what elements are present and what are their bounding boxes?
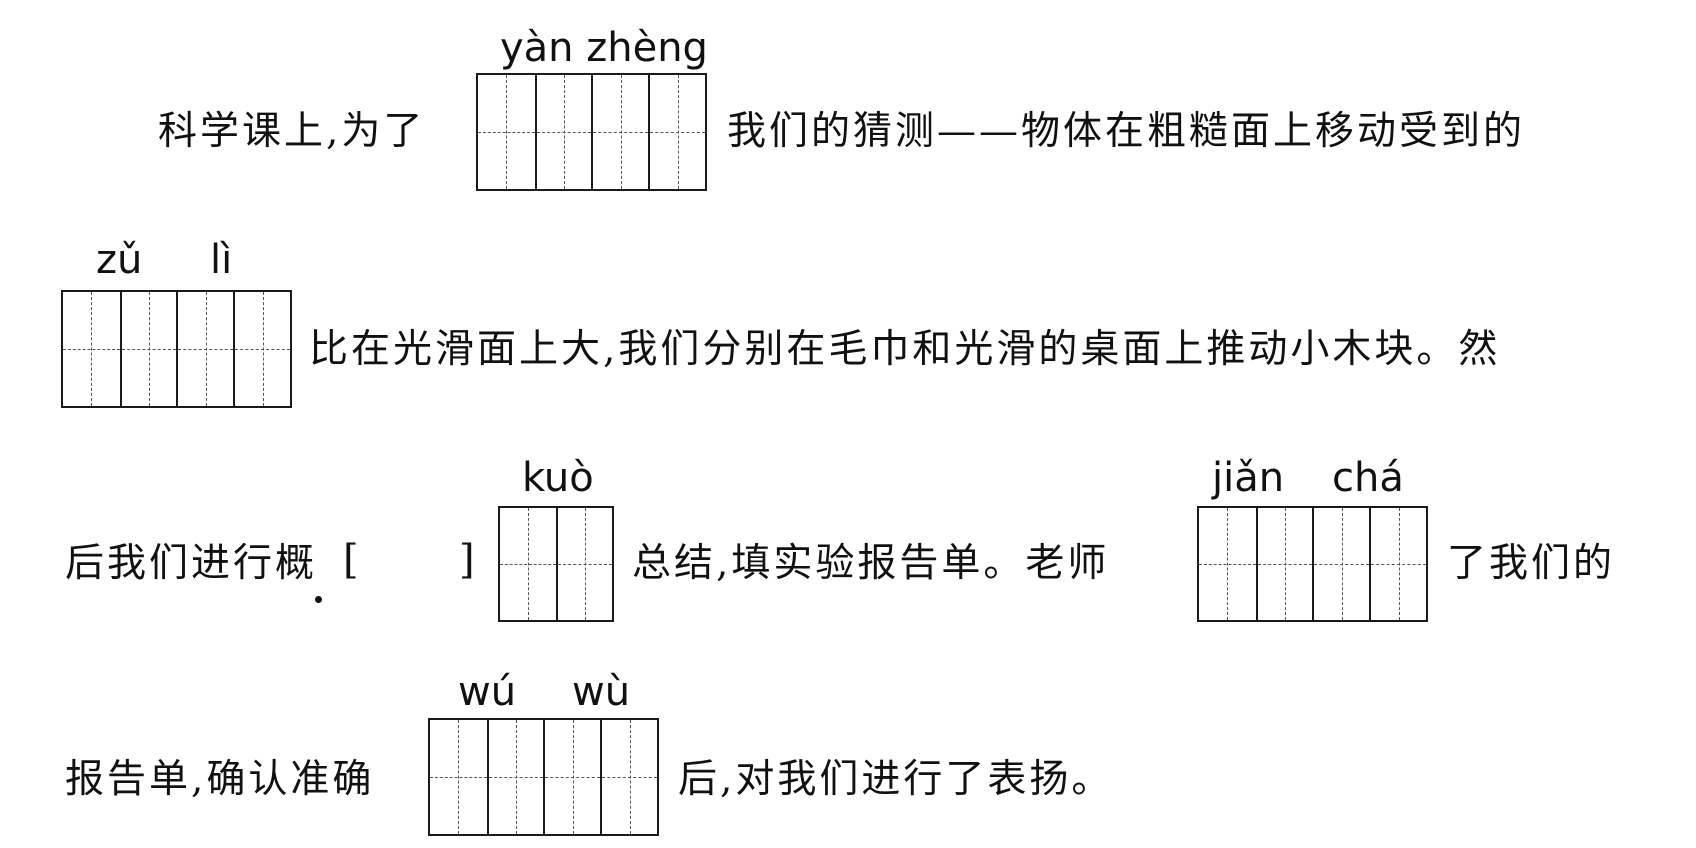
pinyin-li: lì — [210, 237, 233, 283]
tianzige-cell — [500, 508, 556, 620]
tianzige-cell — [543, 720, 601, 834]
tianzige-cell — [119, 292, 177, 406]
pinyin-jian: jiǎn — [1212, 455, 1285, 501]
tianzige-cell — [486, 720, 544, 834]
line2-text-after: 比在光滑面上大,我们分别在毛巾和光滑的桌面上推动小木块。然 — [309, 327, 1501, 372]
answer-box-zuli[interactable] — [61, 290, 292, 408]
tianzige-cell — [1369, 508, 1426, 620]
line1-text-after: 我们的猜测——物体在粗糙面上移动受到的 — [727, 109, 1526, 154]
tianzige-cell — [63, 292, 120, 406]
line1-text-before: 科学课上,为了 — [158, 109, 426, 154]
tianzige-cell — [478, 75, 535, 189]
answer-box-wuwu[interactable] — [428, 718, 659, 836]
pinyin-wu2: wù — [572, 669, 631, 715]
tianzige-cell — [233, 292, 290, 406]
tianzige-cell — [534, 75, 592, 189]
answer-box-kuo[interactable] — [498, 506, 614, 622]
tianzige-cell — [648, 75, 705, 189]
tianzige-cell — [555, 508, 613, 620]
line4-text-before: 报告单,确认准确 — [65, 757, 375, 802]
answer-box-yanzheng[interactable] — [476, 73, 707, 191]
tianzige-cell — [591, 75, 649, 189]
answer-box-jiancha[interactable] — [1197, 506, 1428, 622]
line3-text-middle: 总结,填实验报告单。老师 — [632, 541, 1110, 586]
tianzige-cell — [600, 720, 657, 834]
tianzige-cell — [1255, 508, 1313, 620]
emphasis-dot — [315, 596, 322, 603]
tianzige-cell — [1312, 508, 1370, 620]
pinyin-wu1: wú — [458, 669, 517, 715]
tianzige-cell — [430, 720, 487, 834]
bracket-close: ] — [459, 537, 475, 583]
pinyin-kuo: kuò — [522, 455, 594, 501]
pinyin-cha: chá — [1332, 455, 1404, 501]
tianzige-cell — [176, 292, 234, 406]
line3-text-before: 后我们进行概 — [65, 541, 318, 586]
line3-text-after: 了我们的 — [1447, 541, 1616, 586]
tianzige-cell — [1199, 508, 1256, 620]
line4-text-after: 后,对我们进行了表扬。 — [678, 757, 1114, 802]
bracket-open: [ — [343, 537, 359, 583]
pinyin-zu: zǔ — [96, 237, 143, 283]
pinyin-yanzheng: yàn zhèng — [500, 25, 708, 71]
